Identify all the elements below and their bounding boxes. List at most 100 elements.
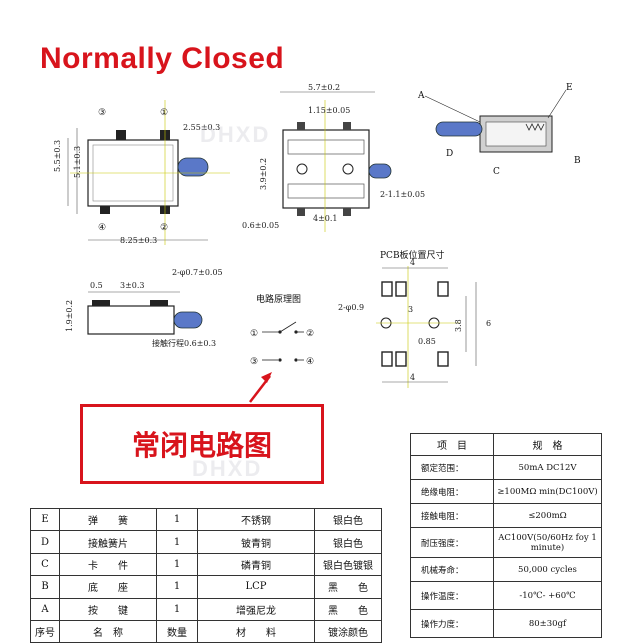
pcb-dim-4-top: 4 xyxy=(410,258,415,267)
circuit-pin-1: ① xyxy=(250,329,258,339)
circuit-title: 电路原理图 xyxy=(256,293,301,305)
dim-5-1: 5.1±0.3 xyxy=(73,146,82,178)
pcb-dim-3: 3 xyxy=(408,305,413,314)
spec-key: 操作力度： xyxy=(410,609,494,638)
table-row: 机械寿命：50,000 cycles xyxy=(410,557,602,582)
dim-3: 3±0.3 xyxy=(120,281,145,290)
side-view: 0.5 3±0.3 2-φ0.7±0.05 1.9±0.2 接触行程0.6±0.… xyxy=(65,268,223,348)
bom-id: D xyxy=(30,530,60,554)
table-row: 接触电阻：≤200mΩ xyxy=(410,503,602,528)
bom-id: B xyxy=(30,575,60,599)
spec-value: 50mA DC12V xyxy=(493,455,602,480)
pcb-dim-3-8: 3.8 xyxy=(454,319,463,332)
bom-qty: 1 xyxy=(156,552,198,577)
dim-3-9: 3.9±0.2 xyxy=(259,158,268,190)
bom-header: 名 称 xyxy=(59,619,157,643)
bom-qty: 1 xyxy=(156,530,198,554)
pcb-dim-2-phi-0-9: 2-φ0.9 xyxy=(338,303,364,312)
bom-header-row: 序号名 称数量材 料镀涂颜色 xyxy=(30,619,382,643)
spec-key: 额定范围： xyxy=(410,455,494,480)
bom-id: E xyxy=(30,507,60,532)
table-row: 额定范围：50mA DC12V xyxy=(410,455,602,480)
bom-qty: 1 xyxy=(156,597,198,621)
bom-name: 弹 簧 xyxy=(59,507,157,532)
bom-header: 序号 xyxy=(30,619,60,643)
section-label-a: A xyxy=(417,91,425,101)
spec-key: 绝缘电阻： xyxy=(410,479,494,504)
section-label-d: D xyxy=(446,149,453,159)
dim-0-5: 0.5 xyxy=(90,281,103,290)
pin-3-label: ③ xyxy=(98,108,106,118)
front-view: 5.7±0.2 1.15±0.05 3.9±0.2 2-1.1±0.05 0.6… xyxy=(242,83,425,232)
circuit-pin-3: ③ xyxy=(250,357,258,367)
circuit-diagram: 电路原理图 ① ② ③ ④ xyxy=(249,293,314,403)
watermark-bottom: DHXD xyxy=(192,456,263,481)
bom-id: A xyxy=(30,597,60,621)
section-label-e: E xyxy=(566,83,573,93)
bom-finish: 黑 色 xyxy=(314,575,382,599)
pcb-footprint: PCB板位置尺寸 4 2-φ0.9 3 3.8 6 0.85 4 xyxy=(338,249,491,388)
bom-name: 卡 件 xyxy=(59,552,157,577)
dim-8-25: 8.25±0.3 xyxy=(120,236,157,245)
pin-2-label: ② xyxy=(160,223,168,233)
spec-header-item: 项 目 xyxy=(410,433,494,456)
dim-5-5: 5.5±0.3 xyxy=(53,140,62,172)
dim-5-7: 5.7±0.2 xyxy=(308,83,340,92)
bom-qty: 1 xyxy=(156,507,198,532)
spec-value: -10℃- +60℃ xyxy=(493,581,602,610)
pcb-dim-0-85: 0.85 xyxy=(418,337,436,346)
bom-header: 数量 xyxy=(156,619,198,643)
bom-qty: 1 xyxy=(156,575,198,599)
bom-material: LCP xyxy=(197,575,315,599)
spec-value: ≤200mΩ xyxy=(493,503,602,528)
page-title: Normally Closed xyxy=(40,42,285,75)
table-row: 操作温度：-10℃- +60℃ xyxy=(410,581,602,610)
pin-4-label: ④ xyxy=(98,223,106,233)
dim-2-55: 2.55±0.3 xyxy=(183,123,220,132)
pcb-dim-4-bottom: 4 xyxy=(410,373,415,382)
dim-4: 4±0.1 xyxy=(313,214,338,223)
spec-key: 机械寿命： xyxy=(410,557,494,582)
watermark-top: DHXD xyxy=(200,122,271,147)
table-row: 操作力度：80±30gf xyxy=(410,609,602,638)
pcb-title: PCB板位置尺寸 xyxy=(380,249,445,261)
bom-material: 磷青铜 xyxy=(197,552,315,577)
spec-table: 项 目 规 格 额定范围：50mA DC12V 绝缘电阻：≥100MΩ min(… xyxy=(410,433,602,638)
pin-1-label: ① xyxy=(160,108,168,118)
dim-0-6: 0.6±0.05 xyxy=(242,221,279,230)
section-view: A E D C B xyxy=(417,83,581,177)
dim-1-15: 1.15±0.05 xyxy=(308,106,350,115)
section-label-b: B xyxy=(574,156,581,166)
pcb-dim-6: 6 xyxy=(486,319,491,328)
bom-material: 增强尼龙 xyxy=(197,597,315,621)
bom-header: 材 料 xyxy=(197,619,315,643)
circuit-pin-2: ② xyxy=(306,329,314,339)
table-row: 耐压强度：AC100V(50/60Hz foy 1 minute) xyxy=(410,527,602,558)
bom-material: 铍青铜 xyxy=(197,530,315,554)
bom-name: 底 座 xyxy=(59,575,157,599)
spec-key: 操作温度： xyxy=(410,581,494,610)
dim-2-1-1: 2-1.1±0.05 xyxy=(380,190,425,199)
normally-closed-circuit-callout: 常闭电路图 xyxy=(80,404,324,484)
dim-1-9: 1.9±0.2 xyxy=(65,300,74,332)
spec-value: AC100V(50/60Hz foy 1 minute) xyxy=(493,527,602,558)
spec-header-value: 规 格 xyxy=(493,433,602,456)
table-row: 绝缘电阻：≥100MΩ min(DC100V) xyxy=(410,479,602,504)
dim-2-phi-0-7: 2-φ0.7±0.05 xyxy=(172,268,223,277)
bom-finish: 黑 色 xyxy=(314,597,382,621)
contact-travel-label: 接触行程0.6±0.3 xyxy=(152,338,216,348)
spec-key: 耐压强度： xyxy=(410,527,494,558)
bom-name: 接触簧片 xyxy=(59,530,157,554)
bom-name: 按 键 xyxy=(59,597,157,621)
bom-finish: 银白色 xyxy=(314,530,382,554)
spec-key: 接触电阻： xyxy=(410,503,494,528)
bom-material: 不锈钢 xyxy=(197,507,315,532)
bom-id: C xyxy=(30,552,60,577)
